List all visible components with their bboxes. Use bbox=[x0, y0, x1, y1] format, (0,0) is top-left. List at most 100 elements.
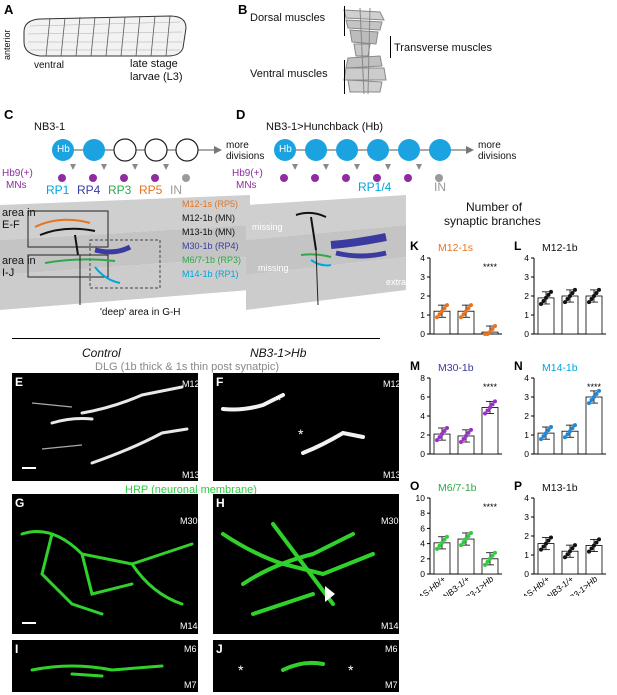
transverse-muscles-label: Transverse muscles bbox=[394, 42, 493, 54]
muscle-schematic-c bbox=[0, 195, 250, 310]
muscle-schematic-d bbox=[246, 195, 406, 310]
panel-label-g: G bbox=[15, 496, 25, 510]
chart-title: M6/7-1b bbox=[438, 482, 477, 494]
legend-item: M12-1s (RP5) bbox=[182, 199, 239, 209]
data-point bbox=[488, 405, 492, 410]
chart-panel-letter: L bbox=[514, 240, 521, 253]
data-point bbox=[544, 431, 548, 436]
y-tick-label: 0 bbox=[420, 569, 425, 579]
y-tick-label: 3 bbox=[524, 512, 529, 522]
y-tick-label: 6 bbox=[420, 523, 425, 533]
data-point bbox=[541, 434, 546, 439]
area-ef-label-1: area in bbox=[2, 207, 36, 219]
star-j2: * bbox=[348, 662, 354, 678]
data-point bbox=[597, 388, 601, 393]
legend-item: M30-1b (RP4) bbox=[182, 241, 239, 251]
graphs-header-1: Number of bbox=[466, 200, 523, 214]
data-point bbox=[570, 426, 575, 431]
lineage-diagram-d bbox=[274, 139, 474, 182]
data-point bbox=[442, 429, 447, 434]
larvae-label: larvae (L3) bbox=[130, 71, 183, 83]
data-point bbox=[592, 543, 596, 548]
data-point bbox=[594, 290, 599, 295]
ventral-muscles-label: Ventral muscles bbox=[250, 68, 328, 80]
area-ij-label-2: I-J bbox=[2, 267, 15, 279]
y-tick-label: 3 bbox=[420, 272, 425, 282]
data-point bbox=[490, 402, 495, 407]
panel-label-c: C bbox=[4, 107, 14, 122]
data-point bbox=[437, 543, 442, 548]
data-point bbox=[464, 309, 468, 314]
hb9-label-d: Hb9(+) bbox=[232, 168, 263, 179]
data-point bbox=[435, 546, 439, 551]
data-point bbox=[539, 437, 543, 442]
data-point bbox=[570, 546, 575, 551]
neuron-label-rp1: RP1 bbox=[46, 183, 70, 197]
data-point bbox=[589, 297, 594, 302]
y-tick-label: 1 bbox=[524, 430, 529, 440]
data-point bbox=[461, 312, 466, 317]
data-point bbox=[589, 398, 594, 403]
data-point bbox=[466, 534, 471, 538]
panel-label-a: A bbox=[4, 2, 14, 17]
nb31-hb-micro-title: NB3-1>Hb bbox=[250, 346, 307, 360]
data-point bbox=[597, 537, 601, 542]
nb31-hb-title: NB3-1>Hunchback (Hb) bbox=[266, 121, 384, 133]
micrograph-h bbox=[213, 494, 399, 634]
data-point bbox=[493, 324, 497, 329]
data-point bbox=[483, 411, 487, 416]
lineage-diagram-c bbox=[52, 138, 222, 182]
chart-title: M13-1b bbox=[542, 482, 578, 494]
data-point bbox=[464, 537, 468, 542]
chart-panel-letter: O bbox=[410, 480, 419, 493]
panel-label-i: I bbox=[15, 642, 19, 656]
hb9-label-c: Hb9(+) bbox=[2, 168, 33, 179]
m7-label-i: M7 bbox=[184, 680, 197, 690]
data-point bbox=[459, 440, 463, 445]
legend-item: M6/7-1b (RP3) bbox=[182, 255, 242, 265]
star-f2: * bbox=[298, 426, 304, 442]
data-point bbox=[565, 432, 570, 437]
data-point bbox=[466, 306, 471, 311]
y-tick-label: 2 bbox=[524, 411, 529, 421]
data-point bbox=[563, 555, 567, 560]
missing-label-2: missing bbox=[258, 263, 289, 273]
data-point bbox=[573, 423, 577, 428]
divisions-label-d: divisions bbox=[478, 151, 517, 162]
micrograph-f bbox=[213, 373, 399, 481]
data-point bbox=[469, 303, 473, 308]
chart-panel-letter: M bbox=[410, 360, 420, 373]
y-tick-label: 1 bbox=[524, 550, 529, 560]
muscle-diagram bbox=[343, 7, 387, 95]
m14-label-g: M14 bbox=[180, 621, 198, 631]
significance-label: **** bbox=[587, 382, 602, 392]
data-point bbox=[573, 543, 577, 548]
chart-title: M12-1s bbox=[438, 242, 473, 254]
y-tick-label: 0 bbox=[524, 449, 529, 459]
data-point bbox=[437, 435, 442, 440]
data-point bbox=[565, 552, 570, 557]
data-point bbox=[544, 541, 548, 546]
more-label-c: more bbox=[226, 140, 249, 151]
legend-item: M14-1b (RP1) bbox=[182, 269, 239, 279]
data-point bbox=[549, 289, 553, 294]
data-point bbox=[442, 306, 447, 311]
m12-label-f: M12 bbox=[383, 379, 401, 389]
y-tick-label: 2 bbox=[420, 554, 425, 564]
data-point bbox=[490, 553, 495, 558]
data-point bbox=[592, 294, 596, 298]
data-point bbox=[485, 408, 490, 413]
nb31-title: NB3-1 bbox=[34, 121, 66, 133]
micro-top-rule bbox=[12, 338, 380, 339]
data-point bbox=[568, 294, 572, 298]
y-tick-label: 3 bbox=[524, 272, 529, 282]
y-tick-label: 0 bbox=[524, 569, 529, 579]
data-point bbox=[597, 287, 601, 292]
data-point bbox=[466, 430, 471, 435]
area-ef-label-2: E-F bbox=[2, 219, 20, 231]
y-tick-label: 4 bbox=[420, 411, 425, 421]
control-title: Control bbox=[82, 346, 121, 360]
data-point bbox=[587, 401, 591, 406]
